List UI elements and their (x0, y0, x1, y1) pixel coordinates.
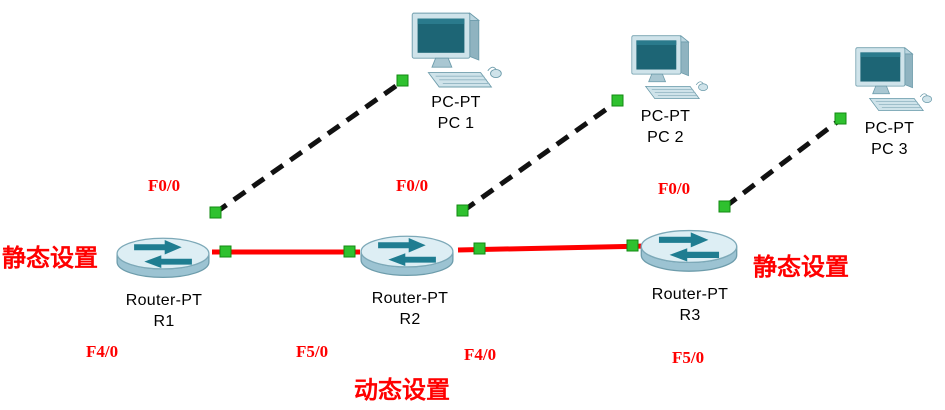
pc3-device-icon[interactable] (855, 47, 933, 112)
pc1-name: PC 1 (437, 115, 475, 132)
r2-name: R2 (399, 311, 421, 328)
port-label-r1-f0: F0/0 (148, 176, 181, 195)
port-status-r3-f5 (626, 239, 639, 252)
r1-model: Router-PT (125, 292, 203, 309)
r1-label: Router-PT R1 (104, 290, 224, 332)
link-r3-pc3[interactable] (723, 117, 843, 209)
pc2-name: PC 2 (647, 129, 684, 146)
r2-model: Router-PT (371, 290, 449, 307)
pc2-model: PC-PT (640, 108, 691, 125)
pc1-label: PC-PT PC 1 (406, 92, 506, 134)
r3-device-icon[interactable] (640, 229, 738, 272)
port-status-pc2 (611, 94, 624, 107)
pc3-name: PC 3 (871, 141, 908, 158)
port-status-r2-f5 (343, 245, 356, 258)
link-r1-pc1[interactable] (213, 78, 405, 216)
port-status-r3-f0 (718, 200, 731, 213)
port-label-r3-f5: F5/0 (672, 348, 705, 367)
pc1-device-icon[interactable] (411, 12, 502, 88)
link-r2-pc2[interactable] (461, 98, 620, 214)
link-r2-r3[interactable] (457, 243, 649, 253)
port-status-pc3 (834, 112, 847, 125)
pc2-device-icon[interactable] (631, 35, 709, 100)
pc3-model: PC-PT (864, 120, 915, 137)
port-status-r1-f4 (219, 245, 232, 258)
port-label-r2-f4: F4/0 (464, 345, 497, 364)
port-status-r2-f0 (456, 204, 469, 217)
r2-label: Router-PT R2 (350, 288, 470, 330)
r3-label: Router-PT R3 (630, 284, 750, 326)
pc2-label: PC-PT PC 2 (618, 106, 713, 148)
annotation-static-right: 静态设置 (753, 253, 849, 281)
annotation-dynamic-bottom: 动态设置 (354, 376, 450, 404)
pc1-model: PC-PT (431, 94, 481, 111)
port-label-r2-f5: F5/0 (296, 342, 329, 361)
pc3-label: PC-PT PC 3 (842, 118, 937, 160)
r3-model: Router-PT (651, 286, 729, 303)
port-label-r2-f0: F0/0 (396, 176, 429, 195)
port-status-pc1 (396, 74, 409, 87)
r1-name: R1 (153, 313, 175, 330)
annotation-static-left: 静态设置 (2, 244, 98, 272)
port-label-r3-f0: F0/0 (658, 179, 691, 198)
port-status-r1-f0 (209, 206, 222, 219)
r2-device-icon[interactable] (360, 235, 454, 277)
r3-name: R3 (679, 307, 701, 324)
port-status-r2-f4 (473, 242, 486, 255)
port-label-r1-f4: F4/0 (86, 342, 119, 361)
r1-device-icon[interactable] (116, 237, 210, 279)
